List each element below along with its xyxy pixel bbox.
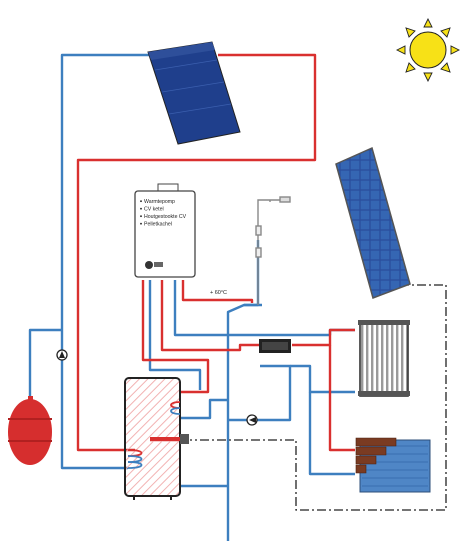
controller-item-bullet <box>140 207 142 210</box>
radiator-flow-pipe <box>292 328 355 347</box>
solar-collector <box>147 41 241 145</box>
controller-item-bullet <box>140 222 142 225</box>
heat-source-flow-1 <box>141 280 210 394</box>
upper-coil <box>170 401 181 415</box>
expansion-branch-pipe <box>28 328 62 400</box>
controller-item-label: Pelletkachel <box>144 222 172 228</box>
radiator <box>358 320 410 397</box>
solar-flow-pipe <box>76 53 317 452</box>
controller-knob <box>145 261 153 269</box>
controller-item-bullet <box>140 215 142 218</box>
pv-panel <box>335 146 411 299</box>
controller-item-bullet <box>140 200 142 203</box>
hot-water-temperature: + 60°C <box>210 290 227 296</box>
heat-source-return-2 <box>173 280 355 337</box>
radiator-return-pipe <box>228 364 292 422</box>
pump-icon <box>246 414 258 426</box>
cold-water-riser <box>226 303 262 541</box>
hot-water-pipe <box>181 280 254 303</box>
solar-return-pipe <box>60 53 160 470</box>
pv-control-line <box>190 284 447 511</box>
storage-tank <box>124 377 189 500</box>
tank-coil-return <box>180 398 228 420</box>
sun-icon <box>395 17 461 83</box>
pump-icon <box>56 349 68 361</box>
shower-icon <box>255 196 291 305</box>
floor-return-pipe <box>308 392 355 476</box>
radiator-return-2 <box>290 364 355 394</box>
floor-flow-pipe <box>328 345 355 452</box>
expansion-vessel <box>8 396 52 465</box>
floor-heating <box>355 437 431 493</box>
heat-source-flow-2 <box>160 280 262 352</box>
controller-item-label: Warmtepomp <box>144 199 175 205</box>
immersion-heater <box>150 437 180 441</box>
heat-source-return-1 <box>148 280 202 390</box>
controller-item-label: Houtgestookte CV <box>144 214 187 220</box>
control-lines <box>190 284 447 511</box>
controller-item-label: CV ketel <box>144 207 164 213</box>
lower-coil <box>127 449 143 469</box>
mixing-valve <box>259 339 291 353</box>
